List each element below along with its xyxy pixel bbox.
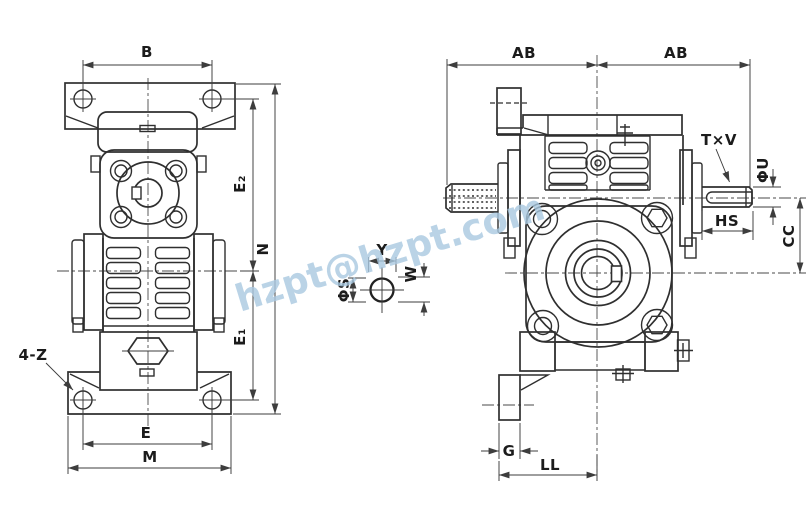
dim-label-4Z: 4-Z [18,346,47,364]
dim-label-Y: Y [375,241,388,259]
side-vent-plug [490,87,528,135]
dim-label-W: W [402,265,420,282]
flange-hex-bolt-icon [646,315,668,335]
output-bore-keyway [610,265,623,283]
label-mask [502,442,517,458]
front-upper-boss [97,111,198,153]
dim-label-B: B [141,43,153,61]
dim-label-E1: E₁ [231,328,249,346]
front-side-caps [71,233,226,333]
callout-4Z: 4-Z [18,346,74,391]
front-view: B E₂ E₁ N E M 4-Z [18,43,281,474]
side-bearing-caps [497,149,703,259]
dim-E2-E1-N: E₂ E₁ N [218,83,281,415]
shaft-section-crosshair [360,267,404,313]
front-bore-keyway [131,186,142,200]
dim-HS: HS [701,211,754,240]
dim-B: B [82,43,213,90]
watermark: hzpt@hzpt.com [230,186,550,321]
side-view: AB AB T×V ΦU HS CC [443,44,806,481]
dim-label-N: N [254,242,272,255]
shaft-section-detail: Y ΦS W [335,241,430,316]
side-input-shaft [445,183,498,213]
dim-G: G [481,423,538,460]
dim-PhiU: ΦU [753,157,781,225]
dim-label-CC: CC [780,224,798,247]
dim-label-E2: E₂ [231,175,249,193]
dim-label-E: E [141,424,152,442]
side-output-shaft [702,186,753,208]
dim-AB: AB AB [446,44,751,187]
side-output-flange [523,198,674,348]
side-base [498,331,693,421]
dim-label-TxV: T×V [701,131,737,149]
dim-label-M: M [142,448,157,466]
front-body-fins [102,238,195,332]
dim-E-M: E M [67,410,232,474]
shaft-keyway [705,191,753,204]
dim-label-G: G [503,442,516,460]
side-foot [498,374,521,421]
side-fin-block [544,135,651,191]
side-top-cover [496,114,683,146]
dim-label-AB-left: AB [512,44,536,62]
dim-label-LL: LL [540,456,560,474]
front-input-flange [90,149,207,239]
dim-label-HS: HS [715,212,739,230]
callout-TxV: T×V [701,131,737,183]
front-top-flange [64,82,236,130]
dim-LL: LL [498,455,598,481]
flange-hex-bolt-icon [646,208,668,228]
dim-CC: CC [780,198,804,273]
dim-label-PhiS: ΦS [335,278,353,303]
front-lower-block [99,331,198,391]
dim-label-AB-right: AB [664,44,688,62]
front-bottom-flange [67,371,232,415]
dim-label-PhiU: ΦU [754,157,772,183]
